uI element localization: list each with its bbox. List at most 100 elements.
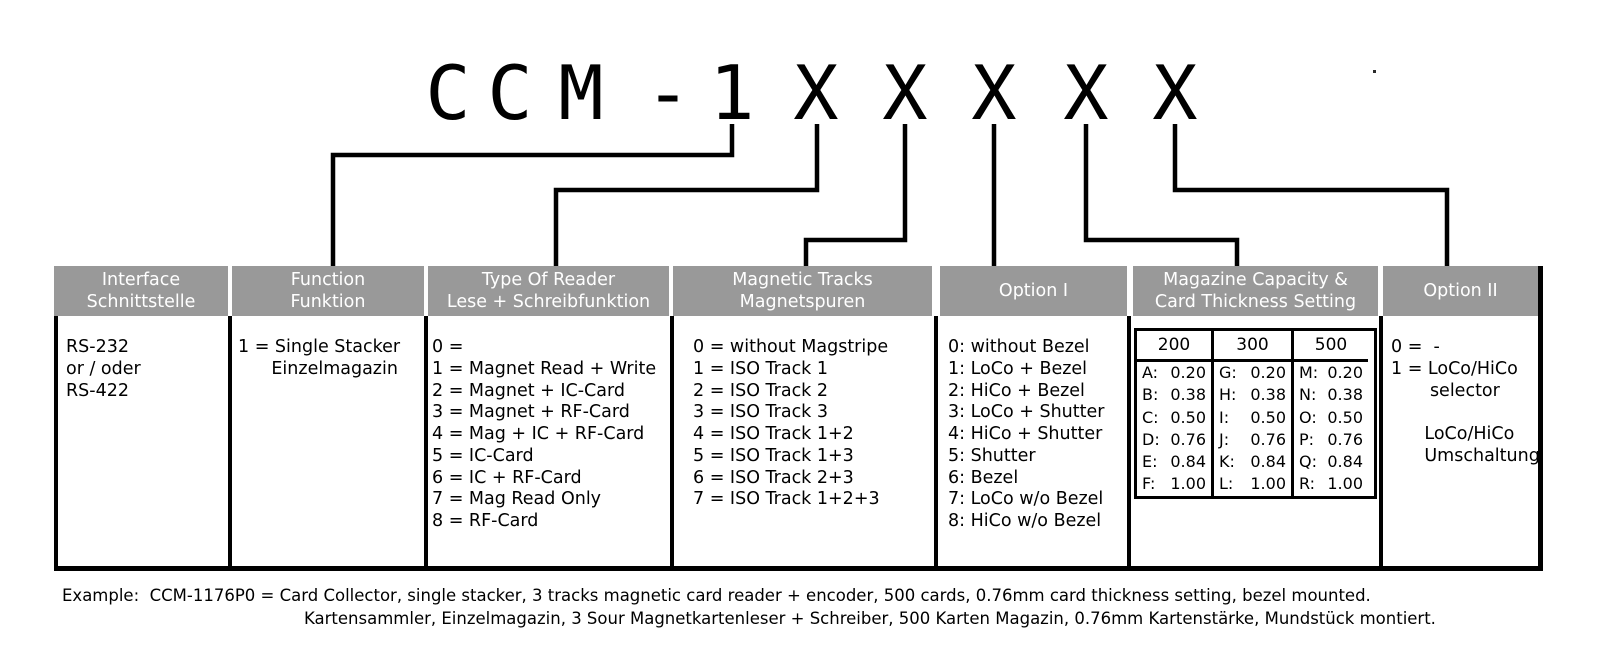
thickness-code: N:	[1299, 385, 1317, 405]
thickness-value: 0.50	[1170, 407, 1206, 427]
option-line: 7 = Mag Read Only	[432, 489, 602, 510]
thickness-code: E:	[1142, 452, 1158, 472]
capacity-column-header: 500	[1294, 331, 1368, 362]
column-body: 1 = Single Stacker Einzelmagazin	[232, 316, 424, 381]
option-line: 2 = Magnet + IC-Card	[432, 380, 625, 401]
option-line: 6 = ISO Track 2+3	[693, 467, 854, 488]
option-line: RS-232	[66, 337, 129, 357]
thickness-code: L:	[1219, 474, 1234, 494]
capacity-column-header: 200	[1137, 331, 1211, 362]
option-line: 6 = IC + RF-Card	[432, 467, 582, 488]
header-line: Schnittstelle	[86, 292, 196, 312]
thickness-code: M:	[1299, 363, 1319, 382]
thickness-code: K:	[1219, 452, 1235, 472]
thickness-code: B:	[1142, 385, 1159, 405]
column-header: Magnetic Tracks Magnetspuren	[673, 266, 932, 316]
option-line: 4 = Mag + IC + RF-Card	[432, 424, 645, 444]
header-line: Function	[290, 270, 366, 290]
thickness-value: 0.38	[1327, 385, 1363, 405]
connector-digit-1	[330, 124, 735, 267]
header-line: Option I	[998, 281, 1069, 301]
header-line: Lese + Schreibfunktion	[446, 292, 651, 312]
thickness-value: 0.76	[1170, 429, 1206, 449]
capacity-cell: F:1.00	[1137, 473, 1211, 495]
capacity-cell: Q:0.84	[1294, 451, 1368, 473]
thickness-code: C:	[1142, 407, 1159, 427]
header-line: Interface	[101, 270, 181, 290]
thickness-code: P:	[1299, 429, 1315, 449]
column-header: Type Of Reader Lese + Schreibfunktion	[428, 266, 669, 316]
option-line: 7: LoCo w/o Bezel	[948, 489, 1104, 510]
thickness-code: G:	[1219, 363, 1237, 382]
column-separator	[670, 316, 674, 571]
option-line: 1 = Single Stacker	[238, 337, 401, 357]
column-separator	[228, 316, 232, 571]
option-line: 3: LoCo + Shutter	[948, 402, 1105, 423]
thickness-value: 0.84	[1170, 452, 1206, 472]
code-char: X	[882, 49, 928, 137]
option-line: 5 = ISO Track 1+3	[693, 445, 854, 466]
column-separator	[1127, 316, 1131, 571]
column-header: Option II	[1383, 266, 1538, 316]
thickness-code: A:	[1142, 363, 1159, 382]
table-right-border	[1538, 266, 1543, 571]
thickness-value: 1.00	[1170, 474, 1206, 494]
thickness-value: 0.76	[1327, 429, 1363, 449]
option-line: 5 = IC-Card	[432, 445, 534, 466]
column-separator	[54, 316, 58, 571]
option-line: Einzelmagazin	[238, 358, 398, 379]
option-line: 1 = ISO Track 1	[693, 358, 829, 379]
capacity-cell: K: 0.84	[1214, 451, 1291, 473]
option-line: 8: HiCo w/o Bezel	[948, 511, 1102, 531]
option-line: 4 = ISO Track 1+2	[693, 424, 854, 444]
table-bottom-border	[54, 566, 1543, 571]
capacity-cell: J:0.76	[1214, 429, 1291, 451]
capacity-cell: H:0.38	[1214, 384, 1291, 406]
option-line: 5: Shutter	[948, 445, 1036, 466]
option-line: 6: Bezel	[948, 467, 1019, 488]
thickness-value: 1.00	[1327, 474, 1363, 494]
code-char: X	[1152, 49, 1198, 137]
option-line: 1: LoCo + Bezel	[948, 358, 1088, 379]
capacity-cell: A: 0.20	[1137, 362, 1211, 384]
header-line: Funktion	[290, 292, 366, 312]
connector-x5	[1172, 124, 1450, 267]
header-line: Magnetic Tracks	[732, 270, 873, 290]
header-line: Magazine Capacity &	[1163, 270, 1348, 290]
thickness-value: 0.50	[1327, 407, 1363, 427]
header-line: Type Of Reader	[481, 270, 616, 290]
capacity-cell: G:0.20	[1214, 362, 1291, 384]
thickness-value: 1.00	[1250, 474, 1286, 494]
option-line: 1 = LoCo/HiCo	[1391, 358, 1518, 379]
code-char: X	[971, 49, 1017, 137]
thickness-value: 0.20	[1327, 363, 1363, 382]
header-line: Option II	[1423, 281, 1498, 301]
thickness-value: 0.84	[1250, 452, 1286, 472]
example-line-english: Example: CCM-1176P0 = Card Collector, si…	[62, 586, 1371, 605]
thickness-code: J:	[1219, 429, 1230, 449]
option-line: 0 = without Magstripe	[693, 337, 889, 357]
capacity-cell: P: 0.76	[1294, 429, 1368, 451]
connector-x1	[553, 124, 820, 267]
option-line: 1 = Magnet Read + Write	[432, 358, 657, 379]
header-line: Magnetspuren	[739, 292, 866, 312]
column-header: Magazine Capacity & Card Thickness Setti…	[1133, 266, 1378, 316]
capacity-cell: C: 0.50	[1137, 407, 1211, 429]
option-line: 3 = Magnet + RF-Card	[432, 402, 630, 423]
thickness-code: H:	[1219, 385, 1237, 405]
thickness-value: 0.20	[1170, 363, 1206, 382]
option-line: LoCo/HiCo	[1391, 424, 1515, 444]
capacity-cell: D: 0.76	[1137, 429, 1211, 451]
artifact-dot	[1373, 70, 1376, 73]
thickness-value: 0.84	[1327, 452, 1363, 472]
thickness-code: D:	[1142, 429, 1160, 449]
option-line: RS-422	[66, 380, 129, 401]
